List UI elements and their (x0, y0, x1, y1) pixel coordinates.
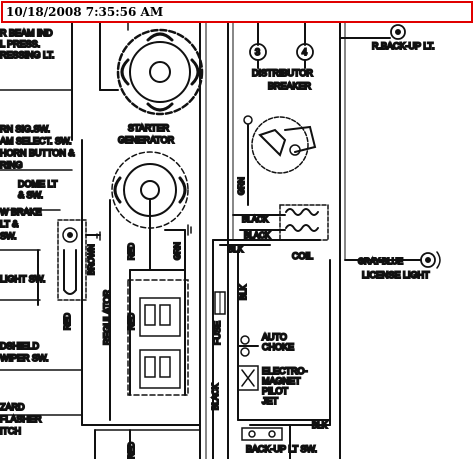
label-license-light: LICENSE LIGHT (362, 270, 430, 280)
back-up-light-switch (241, 427, 283, 441)
wire-label-red-1: RED (127, 243, 136, 260)
ignition-coil (279, 204, 329, 241)
wire-label-black-3: BLACK (211, 383, 220, 410)
label-breaker: BREAKER (268, 81, 312, 91)
wire-harness (0, 19, 421, 459)
timestamp-text: 10/18/2008 7:35:56 AM (6, 5, 164, 19)
label-switch: ITCH (0, 426, 21, 436)
back-up-light-right (390, 24, 406, 40)
label-distributor: DISTRIBUTOR (252, 68, 313, 78)
label-light-sw: LIGHT SW. (0, 274, 45, 284)
label-coil: COIL (292, 251, 313, 261)
starter-motor (99, 28, 204, 116)
label-pilot: PILOT (262, 386, 289, 396)
label-regulator: REGULATOR (102, 289, 112, 345)
breaker-points (243, 115, 317, 206)
label-ring: RING (0, 160, 23, 170)
dome-light (57, 219, 101, 301)
label-choke: CHOKE (262, 342, 294, 352)
wire-label-red-3: RED (63, 313, 72, 330)
label-beam-select: AM SELECT. SW. (0, 136, 72, 146)
timestamp-box: 10/18/2008 7:35:56 AM (1, 1, 473, 23)
generator (111, 151, 189, 271)
label-lt-and: LT & (0, 219, 18, 229)
wire-label-grn-1: GRN (173, 242, 182, 260)
label-brake: W BRAKE (0, 207, 42, 217)
label-dome-lt: DOME LT (18, 179, 58, 189)
label-and-sw: & SW. (18, 190, 43, 200)
ground-symbols (96, 19, 192, 241)
label-windshield: DSHIELD (0, 341, 40, 351)
fuse (214, 291, 226, 315)
label-horn-button: HORN BUTTON & (0, 148, 74, 158)
label-electro: ELECTRO- (262, 366, 308, 376)
label-terminal-4: 4 (302, 47, 307, 57)
label-back-up-lt: R.BACK-UP LT. (372, 41, 435, 51)
wire-label-blk-3: BLK (312, 421, 328, 430)
label-sw: SW. (0, 231, 17, 241)
label-starter: STARTER (128, 123, 170, 133)
electromagnet-pilot-jet (237, 365, 259, 391)
wire-label-red-2: RED (127, 313, 136, 330)
wire-label-blk-2: BLK (239, 284, 248, 300)
label-hazard: ZARD (0, 402, 25, 412)
wire-label-black-2: BLACK (244, 231, 271, 240)
label-press-lt: RESSING LT. (0, 50, 54, 60)
license-light (420, 251, 441, 269)
label-flasher: FLASHER (0, 414, 42, 424)
wire-label-red-4: RED (127, 442, 136, 459)
label-terminal-3: 3 (255, 47, 260, 57)
label-auto: AUTO (262, 332, 287, 342)
wire-label-gray-blue: GRAY-BLUE (358, 257, 403, 266)
wire-label-black-1: BLACK (242, 215, 269, 224)
regulator (127, 229, 189, 396)
label-beam-ind: R BEAM IND (0, 28, 53, 38)
label-generator: GENERATOR (118, 135, 175, 145)
label-jet: JET (262, 396, 279, 406)
label-back-up-sw: BACK-UP LT SW. (246, 444, 317, 454)
label-fuse: FUSE (212, 321, 222, 345)
label-magnet: MAGNET (262, 376, 301, 386)
label-wiper-sw: WIPER SW. (0, 353, 49, 363)
label-press: L PRESS. (0, 39, 40, 49)
distributor (249, 43, 314, 69)
wire-label-blk-1: BLK (228, 245, 244, 254)
label-turn-sw: RN SIG.SW. (0, 124, 50, 134)
wire-label-brown: BROWN (87, 244, 96, 275)
wire-label-grn-2: GRN (237, 177, 246, 195)
auto-choke (237, 335, 259, 357)
